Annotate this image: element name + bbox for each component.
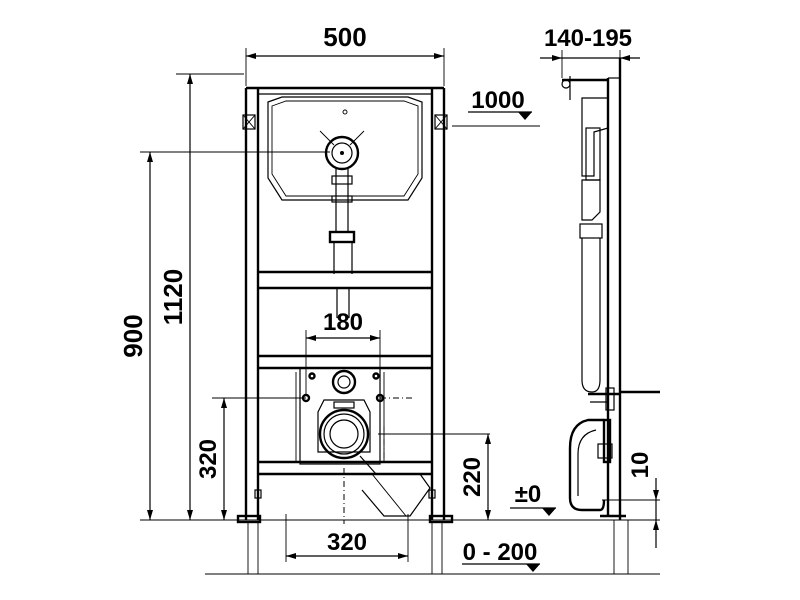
dim-bolt-height: 320 (195, 439, 222, 479)
dim-anchor-spacing: 180 (323, 309, 363, 336)
dim-depth: 140-195 (544, 25, 632, 52)
dim-foot-spacing: 320 (327, 529, 367, 556)
dim-drain-height: 220 (459, 457, 486, 497)
dimension-labels: 500 140-195 1000 1120 900 180 320 320 22… (118, 22, 654, 566)
dim-frame-width: 500 (323, 22, 366, 52)
dim-foot-adjust: 0 - 200 (463, 539, 538, 566)
side-view (561, 58, 660, 520)
dim-floor-level: ±0 (515, 481, 542, 508)
dimension-lines (147, 48, 659, 572)
cistern (267, 96, 423, 318)
front-frame (236, 86, 454, 524)
dim-total-height: 1120 (158, 269, 188, 325)
pan-mount-plate (295, 367, 431, 517)
dim-bracket-offset: 10 (627, 452, 654, 479)
dim-flush-height: 1000 (471, 87, 524, 114)
dim-outlet-height: 900 (118, 314, 148, 357)
reference-lines (140, 73, 660, 575)
